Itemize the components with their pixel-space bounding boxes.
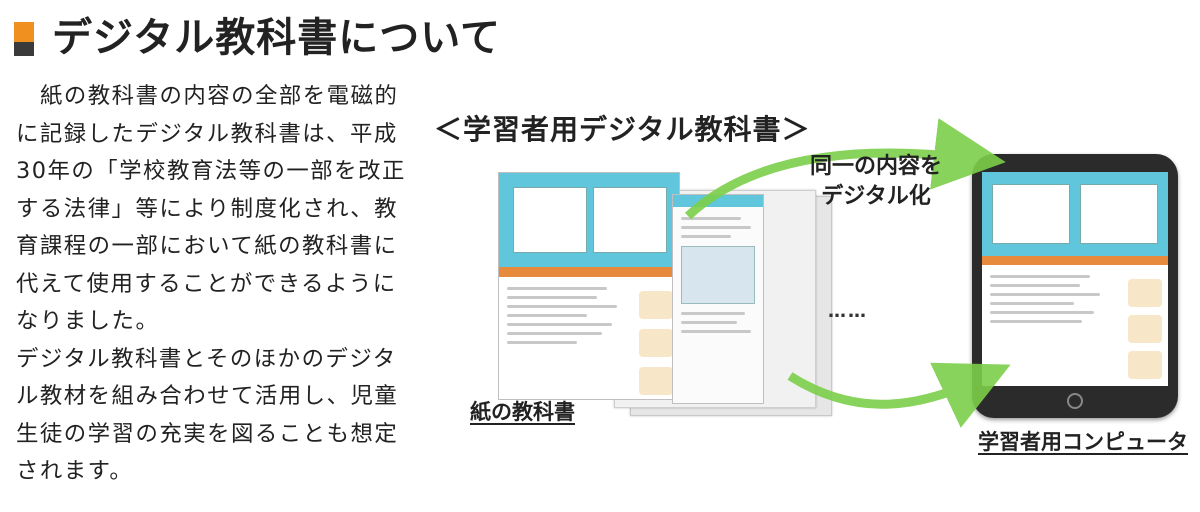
paragraph-1: 紙の教科書の内容の全部を電磁的に記録したデジタル教科書は、平成30年の「学校教育… [16,83,406,334]
section-heading: デジタル教科書について [14,6,501,62]
flow-label-line2: デジタル化 [821,184,931,209]
body-text: 紙の教科書の内容の全部を電磁的に記録したデジタル教科書は、平成30年の「学校教育… [16,78,406,491]
paragraph-2: デジタル教科書とそのほかのデジタル教材を組み合わせて活用し、児童生徒の学習の充実… [16,345,399,485]
bottom-arrow [787,362,1011,428]
home-button [1067,393,1083,409]
tablet-screen [982,172,1168,386]
tablet-caption: 学習者用コンピュータ [978,430,1188,454]
conversion-arrows [684,118,1011,428]
paper-textbook-caption: 紙の教科書 [470,400,575,424]
flow-label-line1: 同一の内容を [809,154,942,179]
ellipsis: …… [828,301,868,322]
tablet-device [972,154,1178,418]
page-title: デジタル教科書について [52,15,501,61]
heading-marker [14,22,34,56]
top-arrow [684,118,1006,220]
textbook-page-left [498,172,680,400]
figure-title: ＜学習者用デジタル教科書＞ [434,113,811,146]
digital-textbook-figure: ＜学習者用デジタル教科書＞ …… [430,108,1200,512]
flow-label: 同一の内容を デジタル化 [786,152,966,212]
